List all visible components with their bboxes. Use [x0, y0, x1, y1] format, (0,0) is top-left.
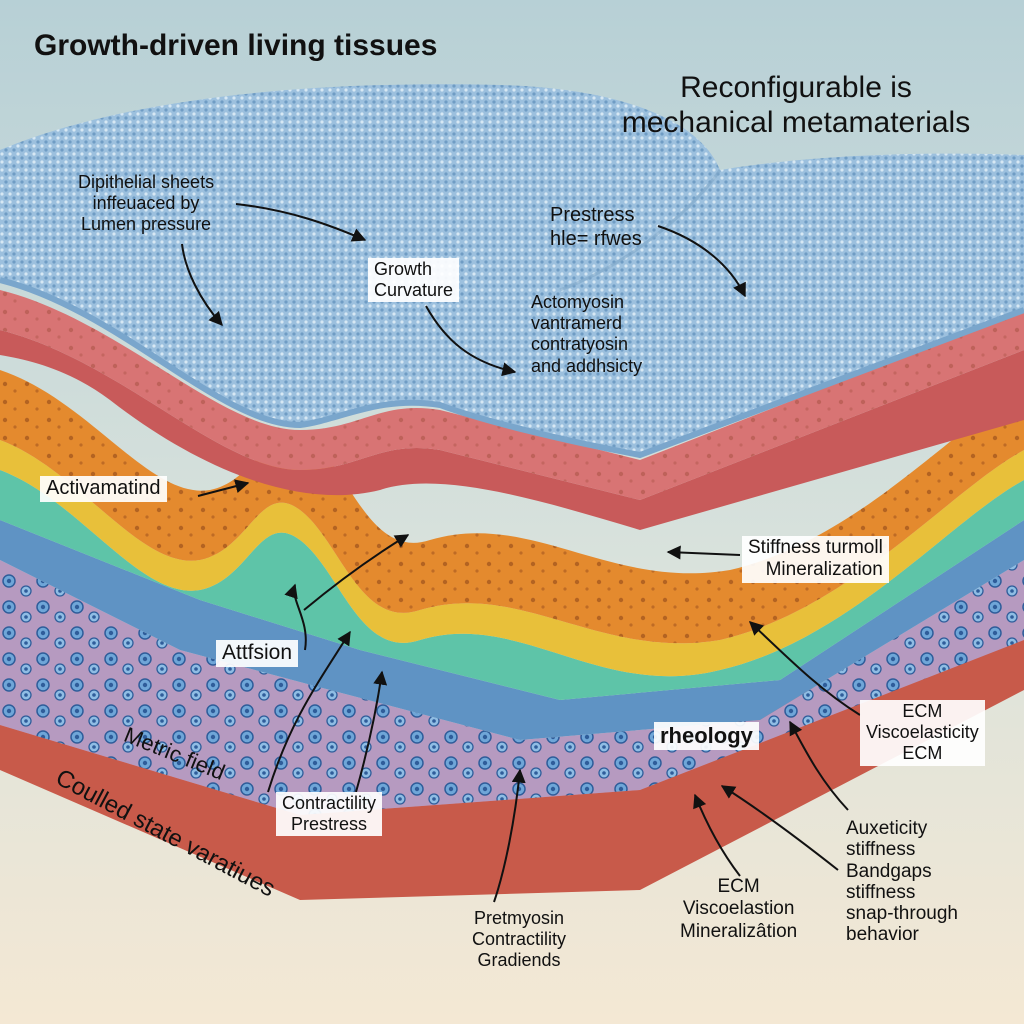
- label-auxeticity-line-4: stiffness: [846, 881, 916, 903]
- label-pretmyosin-line-2: Contractility: [472, 929, 567, 950]
- label-epithelial: Dipithelial sheets inffeuaced by Lumen p…: [78, 172, 214, 236]
- label-activamatind: Activamatind: [40, 476, 167, 502]
- label-rheology: rheology: [654, 722, 759, 750]
- label-pretmyosin-line-1: Pretmyosin: [474, 908, 565, 928]
- label-ecm-bottom-line-1: ECM: [717, 876, 760, 897]
- right-title: Reconfigurable is mechanical metamateria…: [596, 70, 996, 141]
- label-stiffness-mineralization: Stiffness turmoll Mineralization: [742, 536, 889, 583]
- label-stiffness-line-1: Stiffness turmoll: [748, 537, 883, 558]
- label-ecm-visco-line-1: ECM: [902, 701, 943, 721]
- label-prestress-line-2: hle= rfwes: [550, 227, 642, 250]
- label-contractility-line-1: Contractility: [282, 793, 377, 813]
- label-ecm-bottom-line-3: Mineralizâtion: [680, 920, 798, 942]
- label-prestress: Prestress hle= rfwes: [550, 204, 642, 251]
- label-actomyosin-line-3: contratyosin: [531, 334, 629, 355]
- label-ecm-visco-line-2: Viscoelasticity: [866, 722, 979, 743]
- label-ecm-viscoelasticity: ECM Viscoelasticity ECM: [860, 700, 985, 766]
- label-epithelial-line-3: Lumen pressure: [81, 214, 212, 235]
- right-title-line-2: mechanical metamaterials: [621, 106, 971, 140]
- label-prestress-line-1: Prestress: [550, 204, 635, 226]
- label-attfsion: Attfsion: [216, 640, 299, 667]
- label-actomyosin-line-4: and addhsicty: [531, 355, 643, 376]
- label-auxeticity-line-2: stiffness: [846, 839, 916, 861]
- label-stiffness-line-2: Mineralization: [765, 559, 883, 581]
- label-auxeticity-line-1: Auxeticity: [846, 818, 928, 839]
- label-actomyosin: Actomyosin vantramerd contratyosin and a…: [531, 292, 642, 377]
- label-epithelial-line-1: Dipithelial sheets: [78, 172, 215, 192]
- label-ecm-bottom-line-2: Viscoelastion: [682, 898, 795, 920]
- label-epithelial-line-2: inffeuaced by: [92, 193, 200, 214]
- label-ecm-visco-line-3: ECM: [902, 743, 943, 764]
- label-auxeticity-line-6: behavior: [846, 924, 919, 946]
- label-auxeticity-line-5: snap-through: [846, 903, 958, 925]
- label-growth-curvature: Growth Curvature: [368, 258, 460, 303]
- label-auxeticity: Auxeticity stiffness Bandgaps stiffness …: [846, 818, 958, 946]
- label-growth-line-1: Growth: [374, 259, 433, 279]
- label-pretmyosin-line-3: Gradiends: [477, 950, 561, 971]
- right-title-line-1: Reconfigurable is: [680, 71, 912, 104]
- label-contractility-prestress: Contractility Prestress: [276, 792, 383, 837]
- label-pretmyosin: Pretmyosin Contractility Gradiends: [472, 908, 566, 972]
- label-contractility-line-2: Prestress: [291, 814, 368, 835]
- label-actomyosin-line-1: Actomyosin: [531, 292, 625, 312]
- label-ecm-viscoelastion: ECM Viscoelastion Mineralizâtion: [680, 876, 797, 943]
- left-title: Growth-driven living tissues: [34, 29, 438, 62]
- label-actomyosin-line-2: vantramerd: [531, 313, 623, 334]
- label-growth-line-2: Curvature: [374, 280, 454, 301]
- label-auxeticity-line-3: Bandgaps: [846, 860, 932, 882]
